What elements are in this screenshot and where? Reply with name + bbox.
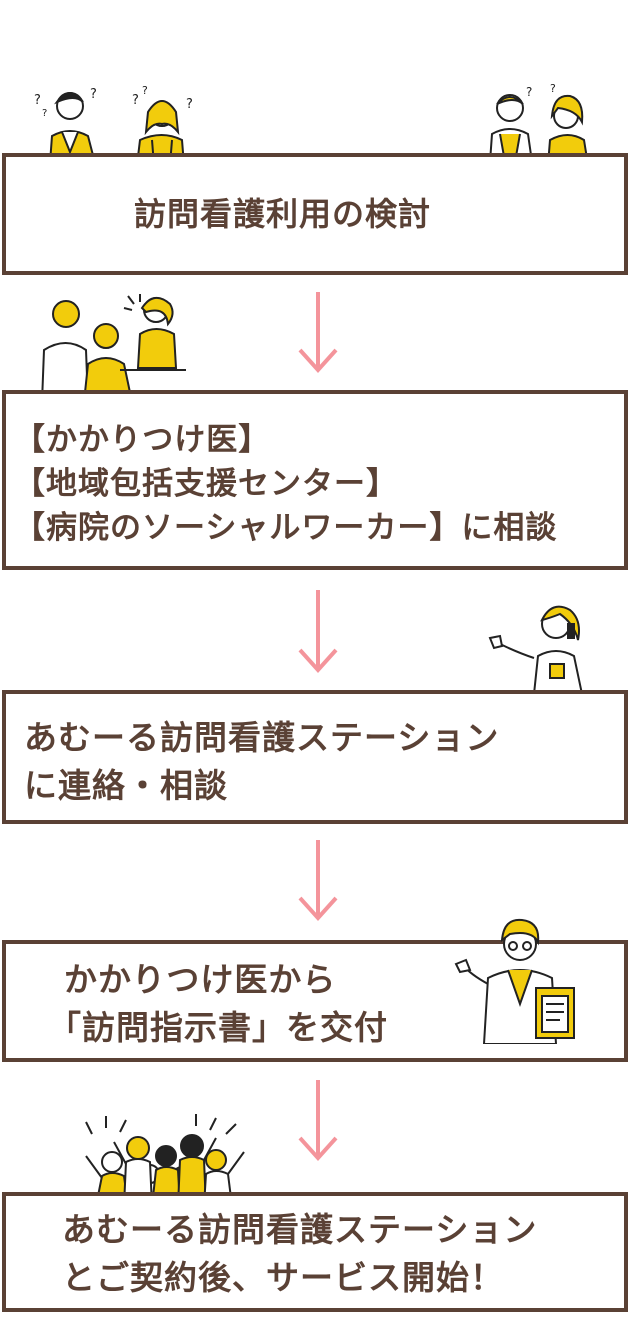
step-2-line-1: 【かかりつけ医】 bbox=[14, 422, 271, 458]
svg-text:?: ? bbox=[550, 82, 556, 95]
svg-text:?: ? bbox=[186, 97, 193, 112]
step-2-box: 【かかりつけ医】 【地域包括支援センター】 【病院のソーシャルワーカー】に相談 bbox=[2, 390, 628, 570]
arrow-down-icon bbox=[298, 292, 338, 373]
svg-text:?: ? bbox=[34, 93, 41, 108]
step-5-line-1: あむーる訪問看護ステーション bbox=[62, 1210, 538, 1249]
doctor-clipboard-illustration bbox=[454, 918, 575, 1044]
consultation-illustration bbox=[40, 294, 186, 402]
arrow-down-icon bbox=[298, 840, 338, 921]
arrow-down-icon bbox=[298, 1080, 338, 1161]
step-1-line-1: 訪問看護利用の検討 bbox=[134, 195, 432, 233]
svg-text:?: ? bbox=[42, 108, 47, 119]
arrow-down-icon bbox=[298, 590, 338, 673]
step-2-line-2: 【地域包括支援センター】 bbox=[14, 466, 398, 502]
step-3-line-1: あむーる訪問看護ステーション bbox=[24, 718, 500, 757]
phone-nurse-illustration bbox=[488, 605, 584, 694]
step-3-line-2: に連絡・相談 bbox=[24, 766, 228, 805]
step-5-box: あむーる訪問看護ステーション とご契約後、サービス開始！ bbox=[2, 1192, 628, 1312]
svg-text:?: ? bbox=[526, 85, 532, 99]
svg-text:?: ? bbox=[90, 87, 97, 102]
svg-text:?: ? bbox=[142, 84, 148, 97]
step-4-line-2: 「訪問指示書」を交付 bbox=[48, 1008, 388, 1047]
step-1-box: 訪問看護利用の検討 bbox=[2, 153, 628, 275]
step-4-line-1: かかりつけ医から bbox=[64, 960, 337, 999]
step-5-line-2: とご契約後、サービス開始！ bbox=[62, 1258, 504, 1297]
svg-text:?: ? bbox=[132, 93, 139, 108]
step-3-box: あむーる訪問看護ステーション に連絡・相談 bbox=[2, 690, 628, 824]
step-2-line-3: 【病院のソーシャルワーカー】に相談 bbox=[14, 510, 558, 546]
